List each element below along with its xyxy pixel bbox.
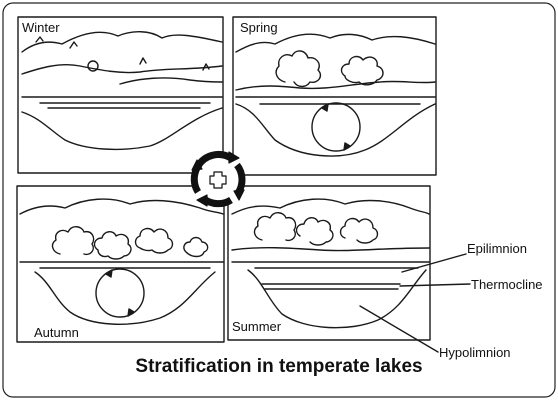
hypolimnion-leader-line: [359, 305, 439, 353]
summer-hills: [231, 246, 430, 252]
autumn-panel-border: [16, 185, 225, 343]
winter-hills: [21, 64, 223, 75]
autumn-panel: [16, 185, 225, 343]
diagram-title: Stratification in temperate lakes: [135, 356, 423, 377]
winter-panel: [17, 16, 224, 174]
season-label-autumn: Autumn: [34, 325, 79, 340]
summer-tree-cluster-mid: [295, 217, 334, 246]
spring-lake-basin: [235, 103, 436, 157]
season-label-spring: Spring: [240, 20, 278, 35]
spring-tree-cluster-left: [275, 50, 322, 88]
autumn-tree-cluster-far: [183, 236, 209, 258]
autumn-mixing-arrowhead-bottom: [127, 308, 135, 317]
thermocline-leader-line: [399, 283, 471, 287]
autumn-tree-cluster-right: [134, 227, 174, 254]
summer-panel: [227, 185, 431, 341]
spring-panel-border: [232, 16, 437, 176]
seasonal-cycle-symbol: [190, 151, 246, 208]
season-label-summer: Summer: [232, 319, 282, 334]
spring-mixing-arrowhead-top: [321, 103, 329, 112]
winter-shrub: [87, 60, 99, 72]
winter-far-hill: [119, 77, 223, 85]
summer-tree-cluster-right: [339, 217, 379, 244]
autumn-lake-basin: [34, 271, 216, 325]
layer-label-thermocline: Thermocline: [471, 277, 543, 292]
spring-panel: [232, 16, 437, 176]
epilimnion-leader-line: [401, 253, 467, 273]
spring-tree-cluster-right: [340, 55, 384, 86]
winter-bare-trees: [35, 36, 210, 71]
layer-label-hypolimnion: Hypolimnion: [439, 345, 511, 360]
autumn-mountains: [19, 198, 224, 215]
summer-tree-cluster-left: [253, 212, 297, 242]
autumn-mixing-circle: [95, 268, 145, 318]
spring-mountains: [235, 33, 436, 53]
winter-mountains: [21, 31, 223, 53]
autumn-tree-cluster-mid: [93, 231, 132, 260]
autumn-mixing-arrowhead-top: [105, 269, 113, 278]
summer-panel-border: [227, 185, 431, 341]
season-label-winter: Winter: [22, 20, 60, 35]
summer-lake-basin: [247, 269, 427, 329]
winter-lake-basin: [21, 107, 223, 151]
spring-hills: [235, 80, 436, 91]
spring-mixing-arrowhead-bottom: [343, 142, 351, 151]
winter-panel-border: [17, 16, 224, 174]
autumn-tree-cluster-left: [51, 226, 95, 256]
layer-label-epilimnion: Epilimnion: [467, 241, 527, 256]
spring-mixing-circle: [311, 102, 361, 152]
summer-mountains: [231, 198, 430, 215]
